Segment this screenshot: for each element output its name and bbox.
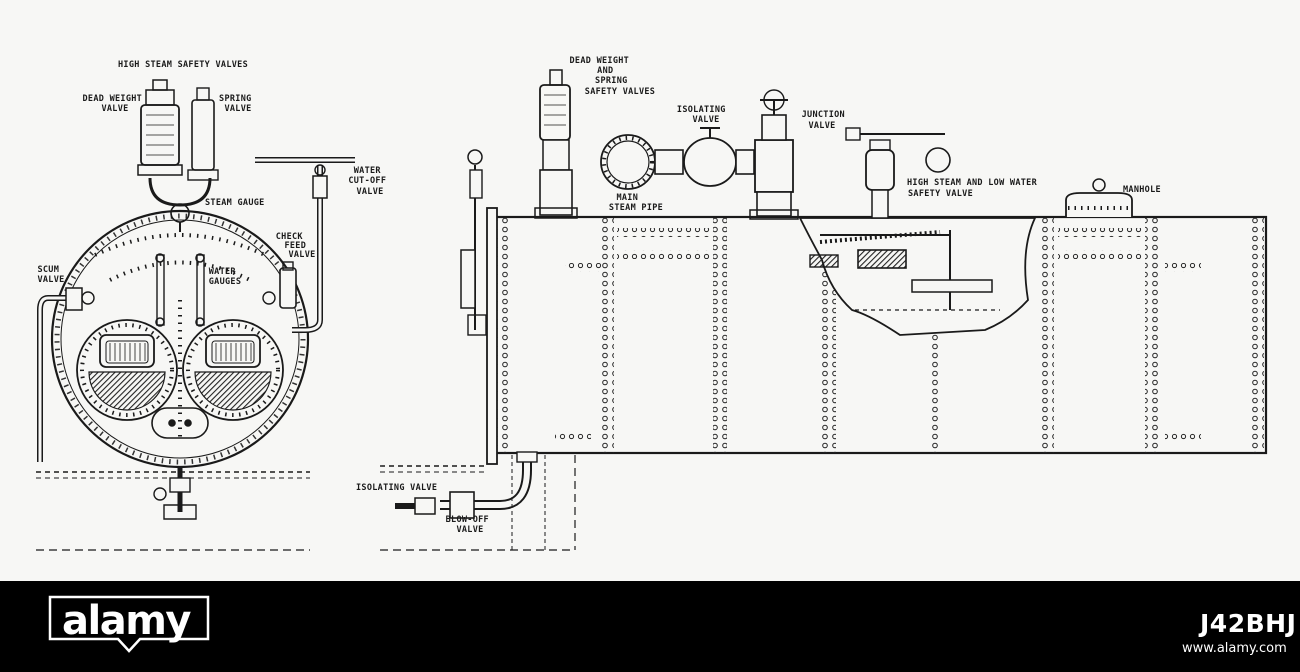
image-id: J42BHJ	[1200, 609, 1297, 638]
brand-logo[interactable]: alamy	[44, 595, 214, 655]
label-water-gauges: WATER GAUGES	[209, 267, 242, 287]
label-dead-weight-valve: DEAD WEIGHT VALVE	[82, 94, 147, 114]
label-blow-off-valve: BLOW-OFF VALVE	[446, 515, 495, 535]
brand-badge-icon	[48, 595, 210, 653]
watermark-bar: alamy J42BHJ www.alamy.com	[0, 581, 1300, 672]
callout-labels: HIGH STEAM SAFETY VALVES DEAD WEIGHT VAL…	[37, 56, 1160, 535]
boiler-diagram: HIGH STEAM SAFETY VALVES DEAD WEIGHT VAL…	[36, 56, 1268, 551]
label-high-steam-low-water-safety-valve: HIGH STEAM AND LOW WATER SAFETY VALVE	[907, 178, 1042, 199]
label-manhole: MANHOLE	[1123, 185, 1161, 195]
label-spring-valve: SPRING VALVE	[219, 94, 257, 114]
label-junction-valve: JUNCTION VALVE	[802, 110, 851, 131]
label-isolating-valve-bottom: ISOLATING VALVE	[356, 483, 437, 493]
side-view	[380, 69, 1268, 551]
end-view	[36, 79, 355, 551]
label-isolating-valve-top: ISOLATING VALVE	[677, 105, 731, 125]
label-high-steam-safety-valves: HIGH STEAM SAFETY VALVES	[118, 60, 248, 70]
label-dead-weight-spring-safety-valves: DEAD WEIGHT AND SPRING SAFETY VALVES	[569, 56, 655, 97]
label-main-steam-pipe: MAIN STEAM PIPE	[609, 193, 663, 213]
brand-wordmark: alamy	[62, 598, 191, 644]
label-water-cutoff-valve: WATER CUT-OFF VALVE	[348, 166, 391, 197]
label-check-feed-valve: CHECK FEED VALVE	[276, 232, 316, 260]
site-url[interactable]: www.alamy.com	[1182, 641, 1287, 656]
label-steam-gauge: STEAM GAUGE	[205, 198, 265, 208]
label-scum-valve: SCUM VALVE	[37, 265, 64, 285]
boiler-illustration: HIGH STEAM SAFETY VALVES DEAD WEIGHT VAL…	[36, 56, 1268, 551]
